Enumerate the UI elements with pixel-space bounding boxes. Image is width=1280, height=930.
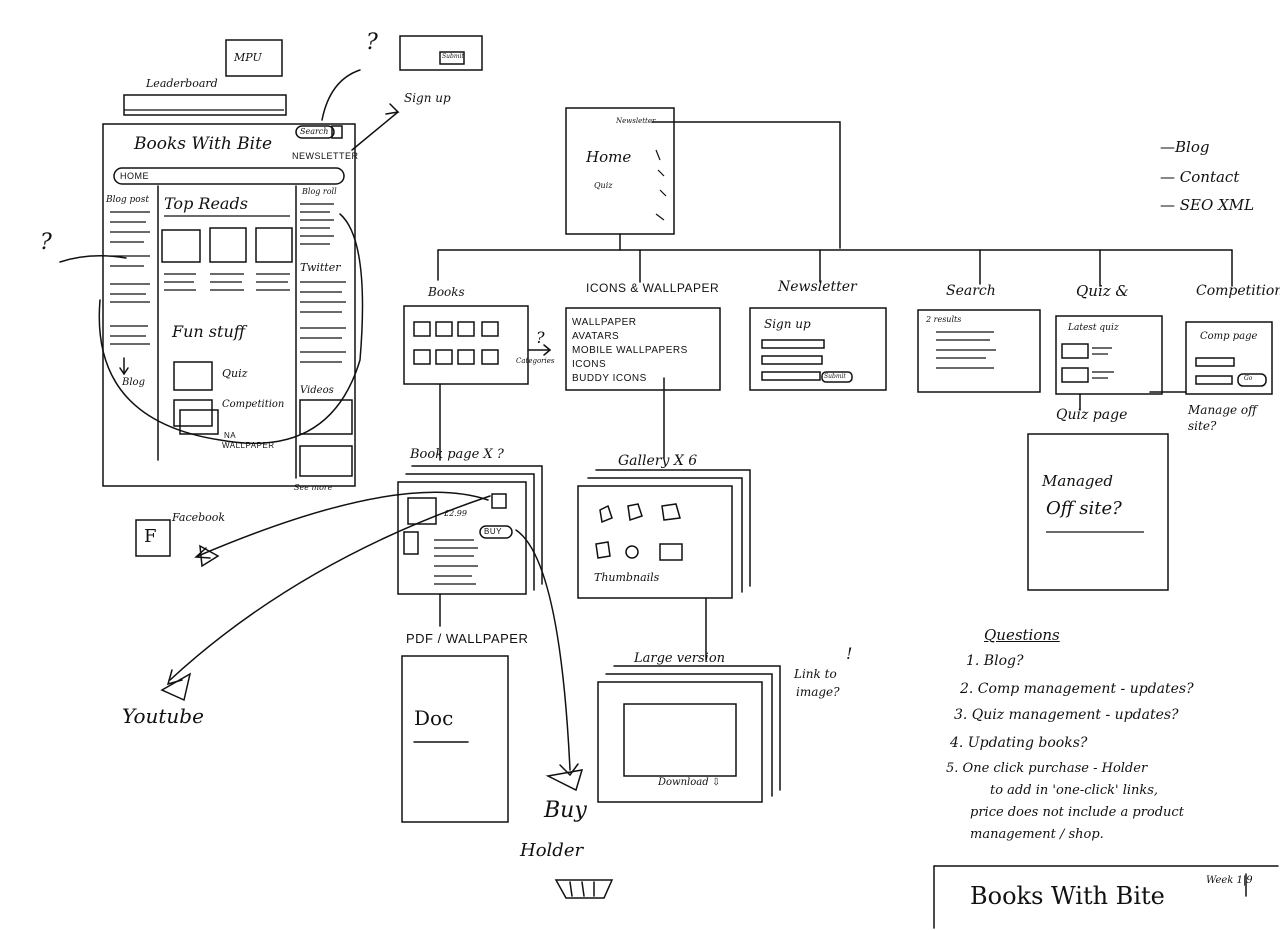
icons-list-item[interactable]: MOBILE WALLPAPERS — [572, 345, 688, 356]
home-newsletter: Newsletter — [616, 117, 656, 125]
book-price: £2.99 — [444, 509, 467, 518]
homepage-wireframe-frame — [102, 123, 356, 487]
footer-week: Week 1|9 — [1206, 875, 1253, 886]
icons-list-item[interactable]: BUDDY ICONS — [572, 373, 647, 384]
top-reads-label: Top Reads — [164, 194, 248, 213]
search-label[interactable]: Search — [300, 127, 329, 136]
side-link-contact: — Contact — [1160, 168, 1240, 186]
doc-label: Doc — [414, 706, 454, 730]
wallpaper-prefix: NA — [224, 431, 237, 440]
download-link[interactable]: Download ⇩ — [658, 777, 721, 788]
twitter-label: Twitter — [300, 261, 341, 274]
side-link-blog: —Blog — [1160, 138, 1210, 156]
questions-title: Questions — [984, 626, 1060, 644]
newsletter-label[interactable]: NEWSLETTER — [292, 151, 359, 161]
section-icons-wallpaper: ICONS & WALLPAPER — [586, 281, 720, 295]
thumbnails-label: Thumbnails — [594, 571, 660, 584]
off-site-label: Off site? — [1046, 498, 1122, 519]
exclaim-mark: ! — [846, 644, 853, 663]
icons-list-item[interactable]: WALLPAPER — [572, 317, 637, 328]
section-search: Search — [946, 283, 996, 299]
search-results-label: 2 results — [926, 315, 962, 324]
pdf-wallpaper-label: PDF / WALLPAPER — [406, 631, 529, 646]
fun-stuff-label: Fun stuff — [172, 322, 246, 341]
blog-post-label: Blog post — [106, 195, 149, 205]
section-quiz: Quiz & — [1076, 282, 1129, 300]
side-link-seo-xml: — SEO XML — [1160, 196, 1255, 214]
signup-popup-button[interactable]: Submit — [442, 53, 464, 60]
quiz-box-label: Latest quiz — [1068, 323, 1119, 333]
blog-arrow-label: Blog — [122, 377, 145, 388]
book-page-label: Book page X ? — [410, 447, 504, 462]
see-more-link[interactable]: See more — [294, 483, 333, 492]
nav-home[interactable]: HOME — [120, 171, 149, 181]
facebook-f-icon: F — [144, 526, 157, 547]
gallery-label: Gallery X 6 — [618, 453, 698, 469]
footer-title: Books With Bite — [970, 882, 1165, 910]
buy-button[interactable]: BUY — [484, 527, 502, 536]
buy-holder-buy: Buy — [544, 798, 587, 823]
newsletter-signup-label: Sign up — [764, 317, 811, 331]
download-arrow-icon: ⇩ — [711, 777, 721, 788]
question-item: 3. Quiz management - updates? — [954, 707, 1179, 723]
newsletter-submit-button[interactable]: Submit — [824, 373, 846, 380]
question-item: to add in 'one-click' links, — [990, 783, 1159, 798]
buy-holder-holder: Holder — [520, 840, 584, 861]
youtube-label: Youtube — [122, 704, 204, 728]
manage-off-site-note: Manage off site? — [1188, 403, 1257, 433]
link-to-label: Link to — [794, 667, 837, 681]
question-item: 5. One click purchase - Holder — [946, 761, 1148, 776]
icons-list-item[interactable]: AVATARS — [572, 331, 620, 342]
icons-list-item[interactable]: ICONS — [572, 359, 607, 370]
home-label: Home — [586, 148, 632, 166]
videos-label: Videos — [300, 385, 334, 396]
managed-label: Managed — [1042, 472, 1113, 490]
section-books: Books — [428, 285, 465, 299]
signup-popup-label: Sign up — [404, 91, 451, 105]
mpu-label: MPU — [234, 51, 262, 64]
section-newsletter: Newsletter — [778, 279, 857, 295]
question-mark: ? — [40, 230, 52, 255]
home-quiz: Quiz — [594, 181, 613, 190]
quiz-label: Quiz — [222, 367, 248, 380]
comp-page-label: Comp page — [1200, 331, 1258, 342]
site-title: Books With Bite — [134, 134, 273, 154]
blog-roll-label: Blog roll — [302, 187, 337, 196]
comp-go-button[interactable]: Go — [1244, 375, 1253, 382]
section-competition: Competition — [1196, 283, 1280, 299]
competition-label: Competition — [222, 399, 285, 410]
image-q-label: image? — [796, 685, 840, 699]
question-item: 1. Blog? — [966, 653, 1024, 669]
question-mark: ? — [366, 30, 378, 55]
question-item: 2. Comp management - updates? — [960, 681, 1194, 697]
books-question: ? — [536, 328, 545, 347]
quiz-page-label: Quiz page — [1056, 407, 1128, 423]
question-item: price does not include a product — [970, 805, 1184, 820]
question-item: management / shop. — [970, 827, 1104, 842]
facebook-label: Facebook — [172, 511, 226, 524]
books-categories-note: Categories — [516, 357, 555, 365]
wallpaper-label: WALLPAPER — [222, 441, 275, 450]
leaderboard-label: Leaderboard — [146, 77, 218, 90]
icons-list: WALLPAPER AVATARS MOBILE WALLPAPERS ICON… — [572, 316, 688, 386]
large-version-label: Large version — [634, 651, 726, 666]
question-item: 4. Updating books? — [950, 735, 1088, 751]
